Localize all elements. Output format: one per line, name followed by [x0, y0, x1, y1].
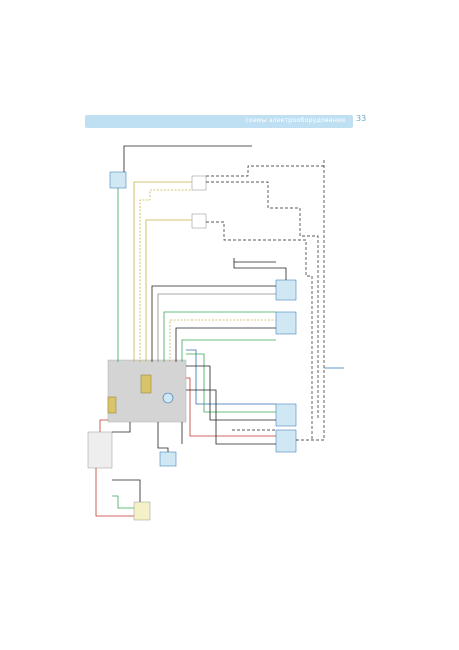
wire-low-2 — [186, 353, 276, 413]
wire-h-5 — [175, 327, 276, 362]
section-title: схемы электрооборудования — [245, 116, 345, 124]
wire-fuse-dark — [112, 422, 131, 433]
wire-low-3 — [186, 365, 276, 421]
lamp-b — [191, 213, 207, 229]
wire-top-dark — [123, 145, 252, 172]
module-connector — [140, 374, 152, 394]
wire-yellow-1 — [133, 181, 192, 362]
section-header: схемы электрооборудования — [85, 115, 353, 128]
module-lamp-icon — [162, 392, 174, 404]
module-connector-2 — [107, 396, 117, 414]
wire-yellow-3 — [145, 219, 192, 362]
wire-dash-main — [296, 160, 325, 441]
wire-low-1 — [186, 349, 276, 405]
connector-bottom — [133, 501, 151, 521]
lamp-a — [191, 175, 207, 191]
wire-bottom-dark — [112, 479, 141, 502]
right-low-a — [275, 403, 297, 427]
wire-yellow-2 — [139, 189, 192, 362]
wire-relay — [157, 422, 169, 452]
right-low-b — [275, 429, 297, 453]
wire-dash-lamp-a — [206, 181, 319, 420]
fuse-block — [87, 431, 113, 469]
wire-dash-top — [206, 165, 324, 177]
wire-dash-lamp-b — [206, 221, 313, 440]
wire-h-1 — [151, 285, 276, 362]
wire-low-5 — [186, 389, 276, 445]
wire-h-3 — [163, 311, 276, 362]
wire-h-6 — [181, 339, 276, 362]
wire-low-4 — [186, 377, 276, 437]
wire-bottom-green — [112, 495, 134, 509]
relay — [159, 451, 177, 467]
right-mid — [275, 311, 297, 335]
wire-h-2 — [157, 293, 276, 362]
right-upper — [275, 279, 297, 301]
wire-fuse-red — [99, 419, 108, 432]
switch-top — [109, 171, 127, 189]
wire-upper-black — [233, 258, 287, 280]
page-number: 33 — [356, 114, 367, 123]
wire-h-4 — [169, 319, 276, 362]
wire-bottom-red — [95, 468, 134, 517]
